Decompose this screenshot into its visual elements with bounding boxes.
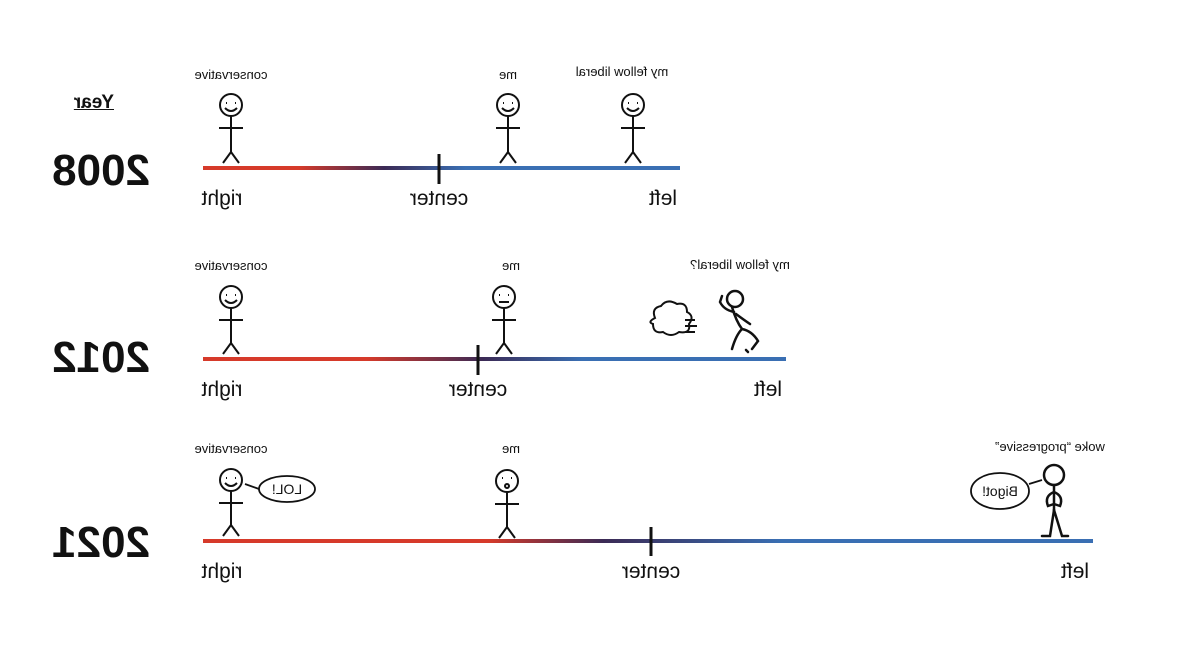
year-2012: 2012	[52, 333, 150, 382]
label-me-2021: me	[501, 441, 521, 456]
label-me-2008: me	[498, 67, 518, 82]
speech-bubble-lol	[244, 475, 316, 503]
axis-left-2012: left	[753, 378, 783, 401]
axis-center-2012: center	[448, 378, 508, 401]
stick-figure-conservative-2012	[219, 285, 243, 355]
running-figure-liberal-2012	[718, 289, 760, 354]
axis-right-2012: right	[201, 378, 243, 401]
axis-center-2021: center	[621, 560, 681, 583]
axis-right-2021: right	[201, 560, 243, 583]
label-conservative-2012: conservative	[194, 258, 268, 273]
dust-cloud-icon	[649, 300, 697, 336]
year-2008: 2008	[52, 146, 150, 195]
label-conservative-2021: conservative	[194, 441, 268, 456]
label-liberal-2008: my fellow liberal	[575, 64, 669, 79]
axis-left-2021: left	[1060, 560, 1090, 583]
stick-figure-me-2008	[496, 93, 520, 164]
label-conservative-2008: conservative	[194, 67, 268, 82]
label-me-2012: me	[501, 258, 521, 273]
bubble-text-lol: LOL!	[271, 481, 303, 497]
label-progressive-2021: woke “progressive”	[995, 439, 1105, 454]
axis-center-2008: center	[409, 187, 469, 210]
stick-figure-liberal-2008	[621, 93, 645, 164]
stick-figure-conservative-2008	[219, 93, 243, 164]
year-2021: 2021	[52, 518, 150, 567]
stick-figure-progressive-2021	[1040, 463, 1070, 538]
speech-bubble-bigot	[970, 472, 1043, 510]
spectrum-line-2012	[203, 357, 786, 361]
spectrum-line-2021	[203, 539, 1093, 543]
year-header: Year	[73, 92, 114, 113]
stick-figure-me-2021	[495, 469, 519, 539]
stick-figure-me-2012	[492, 285, 516, 355]
spectrum-line-2008	[203, 166, 680, 170]
axis-right-2008: right	[201, 187, 243, 210]
bubble-text-bigot: Bigot!	[982, 483, 1018, 499]
stick-figure-conservative-2021	[219, 468, 243, 537]
axis-left-2008: left	[648, 187, 678, 210]
label-liberal-2012: my fellow liberal?	[690, 257, 790, 272]
